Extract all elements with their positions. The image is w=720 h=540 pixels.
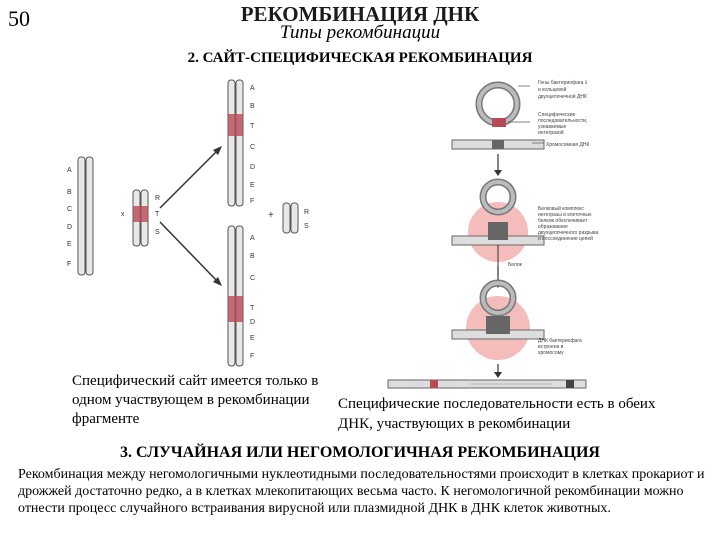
svg-text:и воссоединение цепей: и воссоединение цепей [538, 235, 593, 242]
section-3-heading: 3. СЛУЧАЙНАЯ ИЛИ НЕГОМОЛОГИЧНАЯ РЕКОМБИН… [120, 444, 600, 461]
chrom-label: T [155, 211, 160, 218]
cross-operator: x [121, 211, 125, 218]
svg-text:Гены бактериофага λ: Гены бактериофага λ [538, 80, 588, 86]
chromosome-short: R T S [132, 189, 160, 247]
plus-operator: + [268, 210, 274, 221]
chrom-label: B [250, 103, 255, 110]
chrom-label: T [250, 123, 255, 130]
chrom-label: C [67, 206, 72, 213]
caption-right: Специфические последовательности есть в … [338, 396, 656, 432]
svg-text:Специфические: Специфические [538, 112, 576, 118]
result-chromosome-bottom: A B C T D E F [227, 225, 255, 367]
page-subtitle: Типы рекомбинации [279, 22, 441, 43]
svg-text:двухцепочечного разрыва: двухцепочечного разрыва [538, 230, 598, 236]
chrom-label: E [67, 241, 72, 248]
page-title: РЕКОМБИНАЦИЯ ДНК [240, 2, 480, 26]
caption-left: Специфический сайт имеется только в одно… [72, 373, 319, 427]
chrom-label: E [250, 182, 255, 189]
svg-text:хромосому: хромосому [538, 350, 564, 356]
svg-text:образование: образование [538, 224, 568, 230]
chrom-label: B [67, 189, 72, 196]
chrom-label: R [304, 209, 309, 216]
slide-number: 50 [8, 6, 30, 31]
svg-text:белков обеспечивает: белков обеспечивает [538, 218, 588, 224]
chrom-label: D [67, 224, 72, 231]
stage-1: Гены бактериофага λ и кольцевой двухцепо… [451, 80, 590, 150]
result-chromosome-top: A B T C D E F [227, 79, 255, 207]
right-diagram: Гены бактериофага λ и кольцевой двухцепо… [387, 80, 598, 389]
svg-text:ДНК бактериофага: ДНК бактериофага [538, 338, 582, 344]
svg-text:двухцепочечной ДНК: двухцепочечной ДНК [538, 93, 587, 100]
chrom-label: F [67, 261, 71, 268]
body-paragraph: Рекомбинация между негомологичными нукле… [18, 467, 705, 516]
svg-text:узнаваемые: узнаваемые [538, 124, 567, 130]
chrom-label: S [155, 229, 160, 236]
chrom-label: C [250, 144, 255, 151]
chromosome-long: A B C D E F [67, 156, 94, 276]
chrom-label: D [250, 319, 255, 326]
svg-text:Хромосомная ДНК: Хромосомная ДНК [546, 142, 590, 148]
svg-text:интегразы и клеточных: интегразы и клеточных [538, 212, 592, 218]
chrom-label: F [250, 198, 254, 205]
stage-4 [387, 379, 587, 389]
chrom-label: A [67, 167, 72, 174]
svg-text:последовательности,: последовательности, [538, 118, 587, 124]
chrom-label: E [250, 335, 255, 342]
chrom-label: T [250, 305, 255, 312]
left-diagram: A B C D E F x R T S A B T C [67, 79, 309, 367]
svg-text:и кольцевой: и кольцевой [538, 86, 567, 93]
stage-3: ДНК бактериофага встроена в хромосому [451, 279, 582, 360]
svg-text:Белок: Белок [508, 262, 523, 268]
chrom-label: F [250, 353, 254, 360]
svg-text:встроена в: встроена в [538, 344, 564, 350]
section-2-heading: 2. САЙТ-СПЕЦИФИЧЕСКАЯ РЕКОМБИНАЦИЯ [187, 50, 533, 66]
svg-text:интегразой: интегразой [538, 129, 564, 136]
chrom-label: D [250, 164, 255, 171]
chrom-label: A [250, 85, 255, 92]
chrom-label: B [250, 253, 255, 260]
stage-2: Белковый комплекс интегразы и клеточных … [451, 178, 598, 268]
result-chromosome-small: R S [282, 202, 309, 234]
svg-text:Белковый комплекс: Белковый комплекс [538, 205, 584, 212]
chrom-label: S [304, 223, 309, 230]
chrom-label: R [155, 195, 160, 202]
chrom-label: A [250, 235, 255, 242]
chrom-label: C [250, 275, 255, 282]
